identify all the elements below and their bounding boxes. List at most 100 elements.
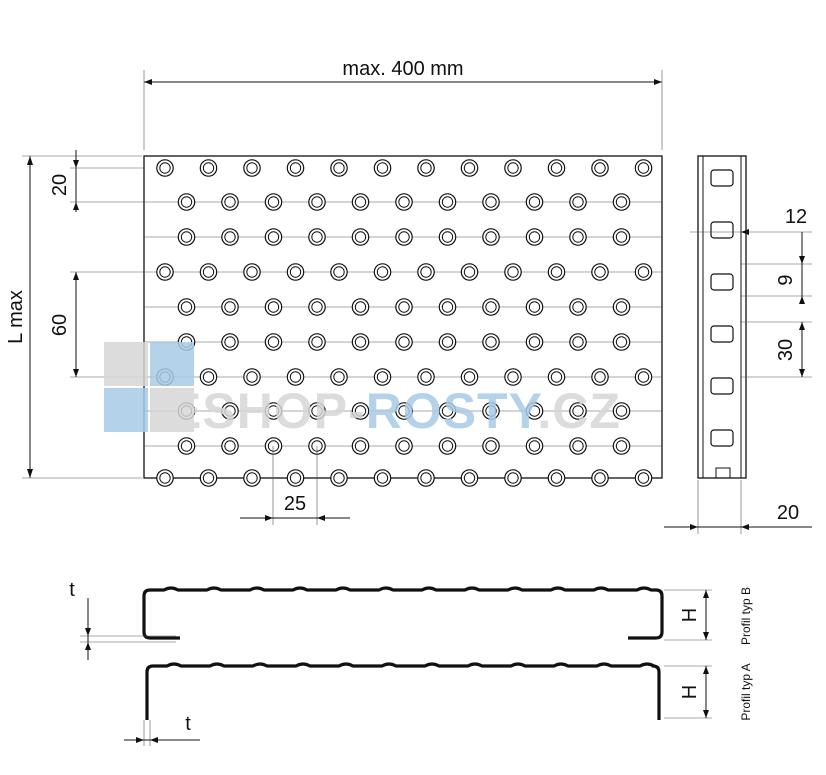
side-slot [710, 221, 734, 239]
perforation-hole [395, 193, 413, 211]
hole-inner-ring [441, 231, 454, 243]
perforation-hole [264, 437, 283, 455]
hole-inner-ring [507, 266, 519, 278]
perforation-hole [525, 333, 544, 351]
hole-inner-ring [637, 472, 650, 484]
watermark-part-1: ESHOP- [168, 383, 366, 439]
hole-inner-ring [572, 405, 584, 417]
perforation-hole [177, 298, 196, 316]
perforation-hole [373, 159, 392, 177]
hole-inner-ring [463, 371, 476, 383]
height-b-label: H [679, 608, 701, 622]
perforation-hole [308, 193, 326, 211]
hole-inner-ring [528, 336, 541, 348]
perforation-hole [417, 159, 435, 177]
hole-inner-ring [637, 266, 650, 278]
perforation-hole [221, 437, 239, 455]
perforation-hole [612, 437, 631, 455]
perforation-hole [504, 159, 522, 177]
perforation-hole [373, 469, 392, 487]
hole-inner-ring [333, 266, 345, 278]
perforation-hole [395, 298, 413, 316]
side-depth-label: 20 [777, 502, 799, 524]
row-pitch-label: 60 [49, 314, 71, 336]
hole-inner-ring [224, 440, 236, 452]
hole-inner-ring [202, 162, 215, 174]
perforation-hole [482, 333, 500, 351]
hole-inner-ring [354, 440, 367, 452]
perforation-hole [156, 469, 174, 487]
hole-inner-ring [376, 266, 389, 278]
side-slot [710, 169, 734, 187]
perforation-hole [417, 368, 435, 386]
perforation-hole [504, 368, 522, 386]
hole-inner-ring [289, 162, 302, 174]
hole-inner-ring [398, 231, 410, 243]
hole-inner-ring [528, 440, 541, 452]
hole-inner-ring [550, 472, 563, 484]
hole-inner-ring [398, 196, 410, 208]
hole-inner-ring [354, 196, 367, 208]
perforation-hole [221, 228, 239, 246]
perforation-hole [460, 469, 479, 487]
perforation-hole [438, 228, 457, 246]
perforation-hole [612, 402, 631, 420]
side-30-label: 30 [775, 339, 797, 361]
perforation-hole [351, 402, 370, 420]
hole-inner-ring [572, 196, 584, 208]
perforation-hole [330, 368, 348, 386]
perforation-hole [569, 402, 587, 420]
length-dimension: L max [5, 155, 142, 479]
hole-inner-ring [311, 301, 323, 313]
perforation-hole [221, 298, 239, 316]
side-30-dimension: 30 [740, 321, 812, 378]
side-slot [710, 429, 734, 447]
hole-inner-ring [311, 336, 323, 348]
hole-inner-ring [246, 266, 258, 278]
perforation-hole [351, 228, 370, 246]
side-notch [715, 467, 731, 478]
perforation-hole [569, 298, 587, 316]
hole-inner-ring [594, 371, 606, 383]
perforation-hole [460, 368, 479, 386]
perforation-hole [547, 263, 566, 281]
perforation-hole [591, 159, 609, 177]
hole-inner-ring [615, 336, 628, 348]
hole-inner-ring [485, 301, 497, 313]
perforation-hole [482, 193, 500, 211]
thickness-a-label: t [185, 713, 191, 735]
hole-inner-ring [441, 440, 454, 452]
perforation-hole [351, 298, 370, 316]
perforation-hole [308, 228, 326, 246]
hole-inner-ring [159, 266, 171, 278]
perforation-hole [330, 263, 348, 281]
perforation-hole [243, 368, 261, 386]
perforation-hole [460, 263, 479, 281]
perforation-hole [417, 469, 435, 487]
hole-inner-ring [398, 405, 410, 417]
hole-inner-ring [267, 405, 280, 417]
perforation-hole [199, 469, 218, 487]
perforation-hole [264, 333, 283, 351]
hole-inner-ring [485, 196, 497, 208]
hole-inner-ring [159, 162, 171, 174]
watermark-text: ESHOP-ROSTY.CZ [168, 383, 621, 439]
perforation-hole [438, 193, 457, 211]
hole-inner-ring [420, 472, 432, 484]
perforation-hole [547, 159, 566, 177]
profile-type-a-label: Profil typ A [739, 663, 753, 720]
perforation-hole [330, 159, 348, 177]
watermark-part-2: ROSTY [366, 383, 542, 439]
length-label: L max [5, 290, 27, 344]
hole-inner-ring [224, 336, 236, 348]
hole-inner-ring [354, 336, 367, 348]
perforation-hole [308, 333, 326, 351]
hole-inner-ring [507, 162, 519, 174]
perforation-hole [373, 263, 392, 281]
hole-inner-ring [637, 162, 650, 174]
hole-inner-ring [528, 231, 541, 243]
perforation-hole [395, 333, 413, 351]
hole-inner-ring [202, 266, 215, 278]
perforation-hole [612, 333, 631, 351]
